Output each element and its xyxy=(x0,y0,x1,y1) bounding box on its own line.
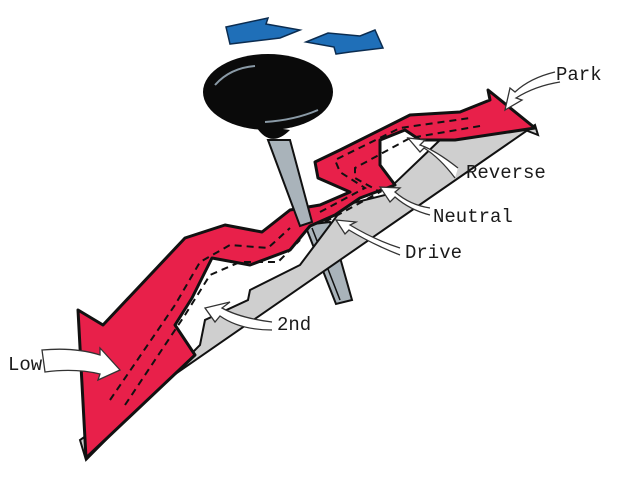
label-low: Low xyxy=(8,354,43,376)
direction-arrows xyxy=(225,16,385,55)
shift-stick-upper xyxy=(266,139,314,228)
low-pointer xyxy=(41,346,122,382)
label-park: Park xyxy=(556,64,602,86)
label-drive: Drive xyxy=(405,242,462,264)
right-arrow-icon xyxy=(303,29,385,55)
gear-labels: Park Reverse Neutral Drive 2nd Low xyxy=(8,64,602,376)
label-reverse: Reverse xyxy=(466,162,546,184)
left-arrow-icon xyxy=(225,16,303,45)
track-dashes xyxy=(109,117,481,406)
shift-knob xyxy=(203,54,333,139)
callout-pointers xyxy=(41,71,561,382)
park-pointer xyxy=(504,71,561,112)
label-second: 2nd xyxy=(277,314,311,336)
drive-pointer xyxy=(334,219,401,256)
second-pointer xyxy=(203,301,273,331)
label-neutral: Neutral xyxy=(433,206,513,228)
neutral-pointer xyxy=(378,186,431,216)
reverse-pointer xyxy=(406,137,459,179)
